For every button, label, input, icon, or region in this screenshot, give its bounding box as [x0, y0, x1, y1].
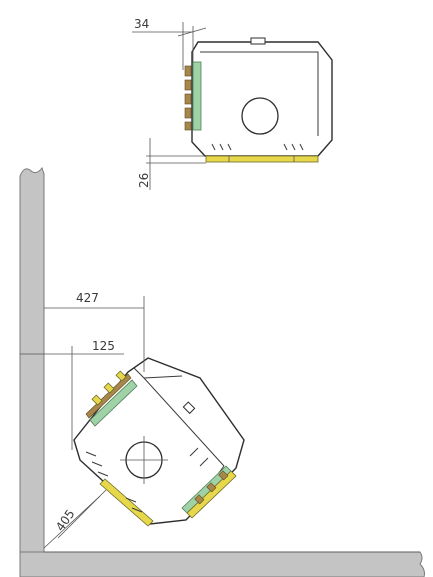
dimension-26: 26: [137, 138, 206, 190]
top-stove-top-hinge: [250, 37, 266, 45]
corner-vents: [85, 447, 209, 513]
left-wall: [19, 166, 45, 553]
floor-wall: [19, 551, 425, 577]
top-view: 34 26: [132, 17, 333, 190]
corner-stove-body: [73, 357, 245, 525]
corner-upper-left-tiles: [91, 370, 127, 406]
top-left-vents: [184, 65, 192, 131]
dimension-34: 34: [132, 17, 207, 70]
dimension-125: 125: [20, 339, 124, 450]
top-bottom-yellow-strip: [205, 155, 319, 163]
dimension-405: 405: [43, 489, 107, 549]
dim-label-427: 427: [76, 291, 99, 305]
corner-upper-left-brown-panel: [85, 373, 132, 419]
dimension-427: 427: [44, 291, 145, 372]
corner-lower-right-yellow-panel: [186, 470, 237, 519]
top-left-green-panel: [192, 61, 202, 131]
corner-stove-hinge: [182, 401, 196, 415]
top-stove-inner-line: [200, 51, 319, 136]
top-flue-circle: [241, 97, 279, 135]
top-bottom-vents: [211, 143, 304, 151]
corner-bottom-left-yellow-strip: [99, 478, 154, 527]
corner-view: 427 125 405: [20, 291, 245, 549]
dim-label-125: 125: [92, 339, 115, 353]
dim-label-26: 26: [137, 173, 151, 188]
corner-lower-right-tiles: [194, 470, 229, 505]
corner-upper-left-green-panel: [89, 379, 138, 427]
dim-label-34: 34: [134, 17, 149, 31]
corner-walls: [19, 166, 425, 577]
